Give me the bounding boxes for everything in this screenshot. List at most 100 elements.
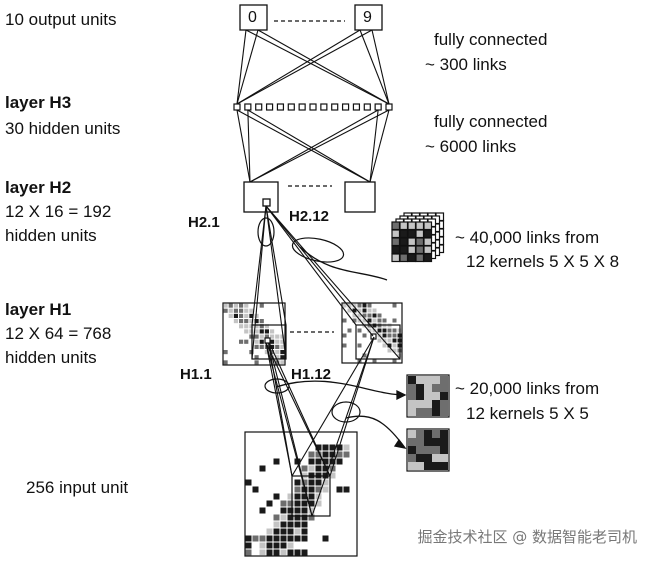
feature-pixel (239, 339, 244, 344)
feature-pixel (392, 328, 397, 333)
kernel-cube-cell (399, 245, 409, 255)
input-pixel (301, 500, 308, 507)
h3-unit (331, 103, 339, 111)
kernel-cube-cell (391, 237, 401, 247)
feature-pixel (387, 348, 392, 353)
input-pixel (301, 528, 308, 535)
feature-pixel (342, 303, 347, 308)
h2-units: hidden units (5, 226, 97, 245)
kernel-cube-cell (391, 229, 401, 239)
feature-pixel (347, 308, 352, 313)
feature-pixel (270, 350, 275, 355)
input-pixel (322, 465, 329, 472)
kernel-cell (432, 462, 440, 470)
fc1-link (359, 29, 390, 105)
kernel-cube-cell (399, 229, 409, 239)
kernel-cube-cell (423, 229, 433, 239)
kernel-cube-cell (399, 237, 409, 247)
kernel-arrow-head-1 (396, 389, 407, 401)
h3-unit (276, 103, 285, 111)
fc1-link (245, 29, 390, 105)
input-pixel (287, 542, 294, 549)
h2-h1-link (265, 205, 287, 326)
fc2-link (249, 109, 379, 183)
feature-pixel (382, 328, 387, 333)
input-pixel (287, 521, 294, 528)
feature-pixel (233, 308, 238, 313)
h3-unit (298, 103, 306, 111)
input-pixel (308, 514, 315, 521)
k1-kernels: 12 kernels 5 X 5 (466, 404, 589, 423)
h3-unit (309, 103, 317, 111)
feature-pixel (392, 333, 397, 338)
feature-pixel (223, 350, 228, 355)
kernel-cell (416, 384, 424, 392)
feature-pixel (254, 360, 259, 365)
kernel-cell (440, 462, 448, 470)
input-pixel (294, 514, 301, 521)
input-pixel (322, 486, 329, 493)
feature-pixel (233, 303, 238, 308)
feature-pixel (239, 324, 244, 329)
fc2-link (247, 109, 251, 183)
feature-pixel (254, 334, 259, 339)
h3-unit (265, 103, 274, 111)
input-pixel (329, 444, 336, 451)
input-pixel (287, 493, 294, 500)
feature-pixel (362, 318, 367, 323)
fc2-link (247, 109, 371, 183)
h1-1-ellipse (264, 378, 290, 394)
feature-pixel (228, 303, 233, 308)
feature-pixel (342, 333, 347, 338)
kernel-cube-cell (415, 221, 425, 231)
kernel-arrow-h1-1 (275, 380, 406, 396)
h3-unit (363, 103, 371, 111)
input-pixel (273, 514, 280, 521)
input-pixel (294, 486, 301, 493)
feature-pixel (372, 358, 377, 363)
feature-pixel (342, 318, 347, 323)
fc1-link (257, 29, 390, 105)
kernel-cell (416, 408, 424, 416)
input-pixel (273, 521, 280, 528)
feature-pixel (392, 358, 397, 363)
h3-name: layer H3 (5, 93, 72, 112)
k2-links: ~ 40,000 links from (455, 228, 600, 247)
fc1-link (236, 29, 247, 105)
input-pixel (322, 451, 329, 458)
k1-links: ~ 20,000 links from (455, 379, 600, 398)
input-pixel (287, 500, 294, 507)
kernel-cube-cell (415, 229, 425, 239)
feature-pixel (259, 334, 264, 339)
feature-pixel (362, 353, 367, 358)
kernel-cell (440, 408, 448, 416)
kernel-cell (424, 438, 432, 446)
input-pixel (336, 458, 343, 465)
h1-units: hidden units (5, 348, 97, 367)
feature-pixel (244, 308, 249, 313)
kernel-cell (416, 454, 424, 462)
feature-pixel (249, 308, 254, 313)
input-pixel (343, 451, 350, 458)
h1-input-link (265, 342, 313, 517)
feature-pixel (223, 303, 228, 308)
input-pixel (301, 535, 308, 542)
feature-pixel (254, 319, 259, 324)
kernel-cell (408, 408, 416, 416)
kernel-cell (432, 454, 440, 462)
feature-pixel (280, 355, 285, 360)
feature-pixel (254, 344, 259, 349)
input-pixel (315, 458, 322, 465)
feature-pixel (362, 313, 367, 318)
feature-pixel (244, 329, 249, 334)
kernel-cell (416, 438, 424, 446)
input-pixel (308, 493, 315, 500)
kernel-cell (424, 384, 432, 392)
feature-pixel (239, 319, 244, 324)
h3-unit (244, 103, 252, 111)
input-pixel (308, 451, 315, 458)
feature-pixel (367, 308, 372, 313)
kernel-cell (440, 438, 448, 446)
input-pixel (301, 479, 308, 486)
feature-pixel (228, 308, 233, 313)
